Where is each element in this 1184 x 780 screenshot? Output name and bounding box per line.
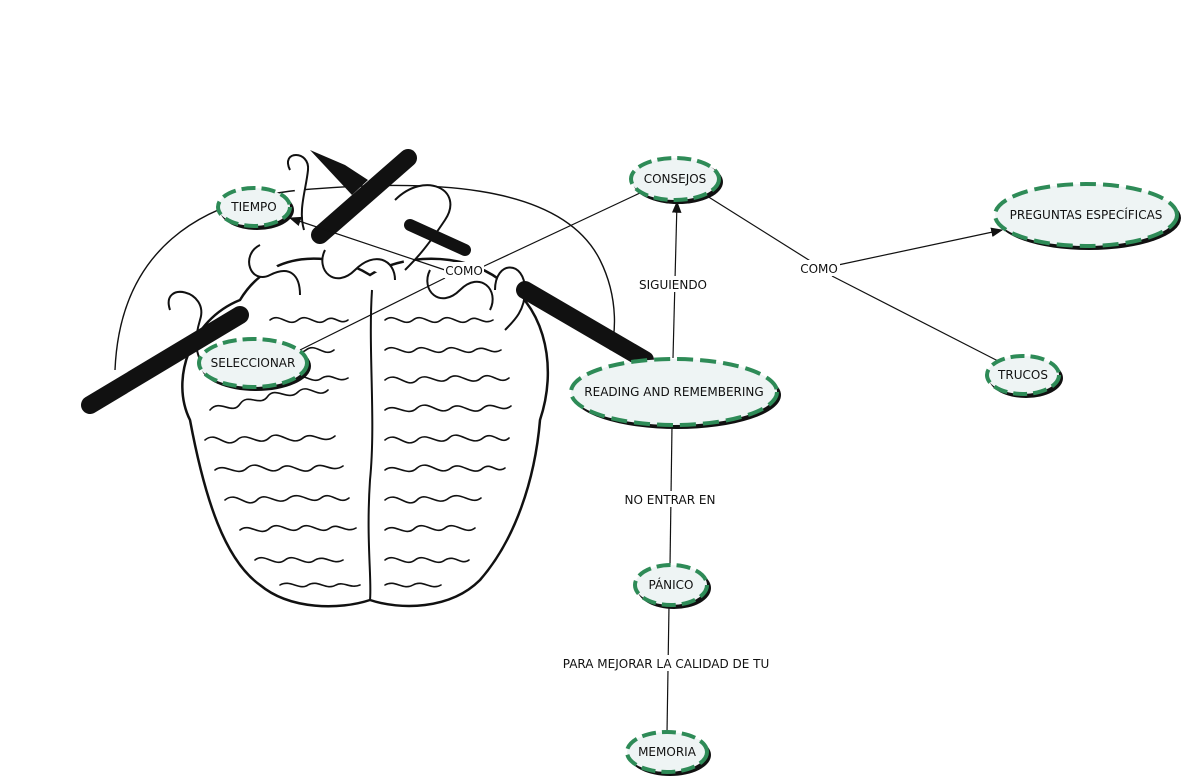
node-trucos[interactable]: TRUCOS — [985, 354, 1063, 398]
link-labels: COMO COMO SIGUIENDO NO ENTRAR EN PARA ME… — [444, 260, 840, 671]
link-label-como-left: COMO — [445, 264, 483, 278]
node-reading-and-remembering[interactable]: READING AND REMEMBERING — [569, 357, 781, 429]
node-seleccionar[interactable]: SELECCIONAR — [197, 337, 311, 391]
link-label-como-right: COMO — [800, 262, 838, 276]
node-preguntas-especificas[interactable]: PREGUNTAS ESPECÍFICAS — [993, 182, 1181, 250]
node-panico[interactable]: PÁNICO — [633, 563, 711, 609]
concept-nodes: TIEMPO CONSEJOS PREGUNTAS ESPECÍFICAS SE… — [197, 156, 1181, 776]
node-label-seleccionar: SELECCIONAR — [211, 356, 296, 370]
node-label-panico: PÁNICO — [648, 577, 693, 592]
link-label-siguiendo: SIGUIENDO — [639, 278, 707, 292]
brain-knitting-illustration — [81, 149, 654, 608]
link-label-no-entrar-en: NO ENTRAR EN — [625, 493, 716, 507]
node-memoria[interactable]: MEMORIA — [625, 730, 711, 776]
node-label-consejos: CONSEJOS — [644, 172, 707, 186]
node-label-trucos: TRUCOS — [997, 368, 1048, 382]
node-consejos[interactable]: CONSEJOS — [629, 156, 723, 204]
node-label-tiempo: TIEMPO — [230, 200, 277, 214]
node-label-preguntas-especificas: PREGUNTAS ESPECÍFICAS — [1010, 207, 1163, 222]
link-label-para-mejorar: PARA MEJORAR LA CALIDAD DE TU — [563, 657, 770, 671]
node-label-reading-and-remembering: READING AND REMEMBERING — [584, 385, 763, 399]
node-label-memoria: MEMORIA — [638, 745, 697, 759]
node-tiempo[interactable]: TIEMPO — [216, 186, 294, 230]
